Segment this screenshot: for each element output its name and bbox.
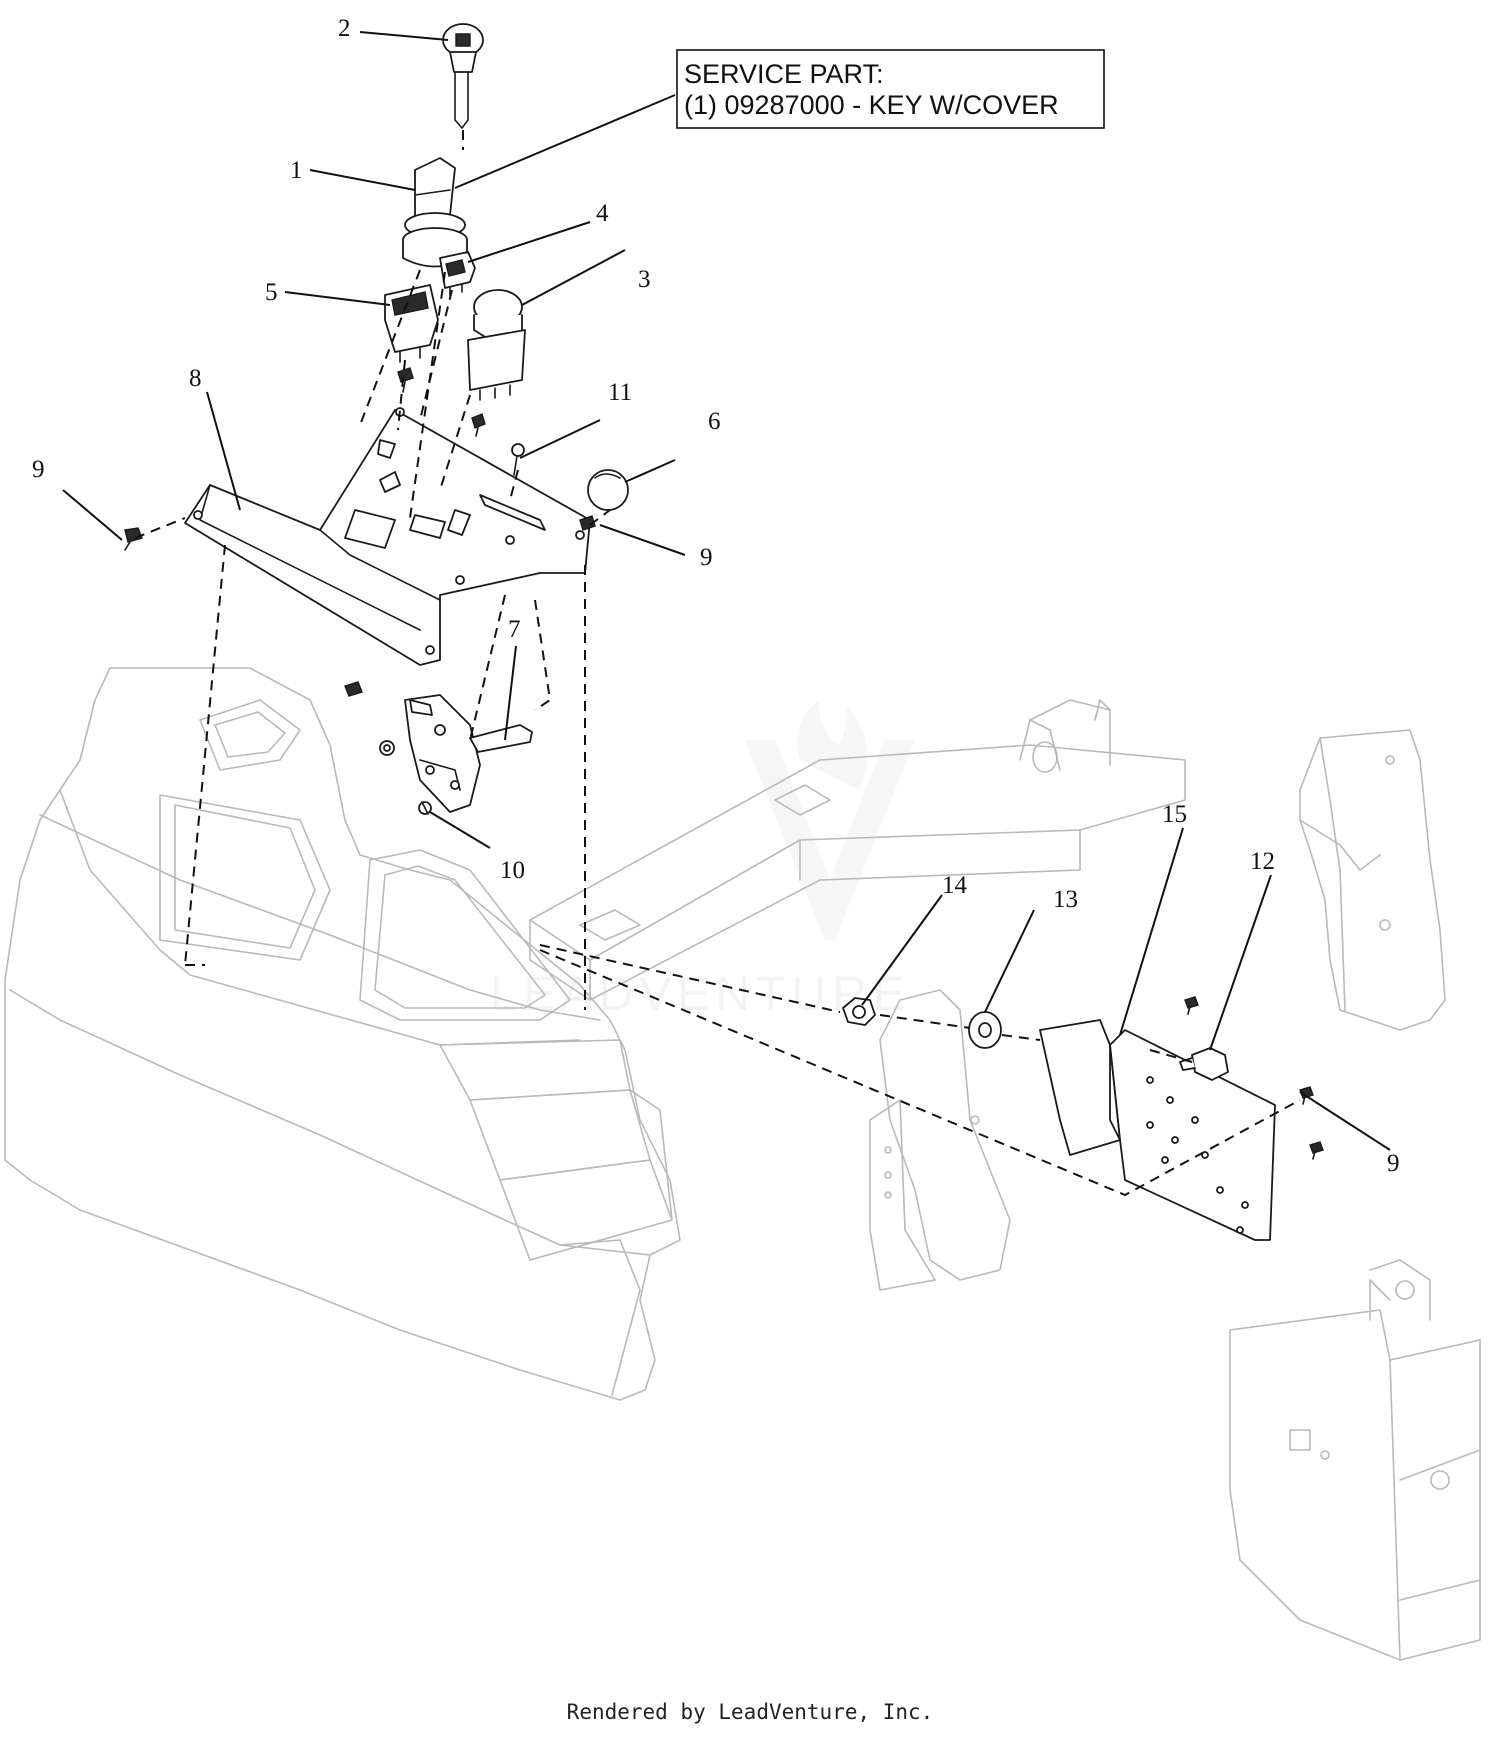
service-part-number: (1) 09287000 - KEY W/COVER — [684, 90, 1059, 120]
part-5-rocker-switch — [384, 284, 439, 363]
callout-14: 14 — [942, 872, 968, 899]
part-1-key-switch — [402, 157, 468, 268]
watermark-logo: LEADVENTURE — [490, 700, 915, 1021]
callout-9-left: 9 — [32, 456, 45, 483]
part-7-lever-switch — [404, 694, 533, 813]
service-part-title: SERVICE PART: — [684, 59, 884, 89]
callout-1: 1 — [290, 157, 303, 184]
part-15-bracket — [1039, 1019, 1276, 1241]
part-4-switch — [439, 251, 476, 297]
panel-fasteners — [124, 367, 596, 756]
callout-6: 6 — [708, 408, 721, 435]
part-14-nut — [842, 997, 876, 1026]
console-body-ghost — [4, 667, 681, 1401]
bottom-plate-ghost — [1229, 1259, 1481, 1661]
watermark-text: LEADVENTURE — [490, 968, 911, 1021]
callout-12: 12 — [1250, 848, 1275, 875]
small-screws-right — [1184, 996, 1324, 1160]
callout-5: 5 — [265, 279, 278, 306]
callout-11: 11 — [608, 379, 632, 406]
callout-7: 7 — [508, 616, 521, 643]
callout-8: 8 — [189, 365, 202, 392]
callout-2: 2 — [338, 15, 351, 42]
callout-3: 3 — [638, 266, 651, 293]
assembly-lines — [134, 130, 1301, 1197]
callout-4: 4 — [596, 200, 609, 227]
part-3-pto-switch — [467, 289, 526, 401]
callout-numbers: 1 2 3 4 5 6 7 8 9 9 9 10 11 12 13 14 15 — [32, 15, 1400, 1177]
part-8-dash-panel — [184, 407, 591, 666]
mount-bracket-ghost — [869, 989, 1011, 1291]
part-6-knob — [587, 469, 629, 511]
leader-lines — [62, 31, 1391, 1151]
part-2-key — [442, 23, 484, 129]
callout-10: 10 — [500, 857, 525, 884]
side-bracket-ghost — [1299, 729, 1446, 1031]
part-13-washer — [968, 1011, 1002, 1049]
callout-9-right: 9 — [700, 544, 713, 571]
frame-ghost — [529, 699, 1186, 1001]
callout-13: 13 — [1053, 886, 1078, 913]
footer-credit: Rendered by LeadVenture, Inc. — [566, 1700, 934, 1724]
part-10-screw — [418, 801, 432, 815]
callout-9-bottom: 9 — [1387, 1150, 1400, 1177]
service-part-note: SERVICE PART: (1) 09287000 - KEY W/COVER — [676, 49, 1105, 129]
callout-15: 15 — [1162, 801, 1187, 828]
